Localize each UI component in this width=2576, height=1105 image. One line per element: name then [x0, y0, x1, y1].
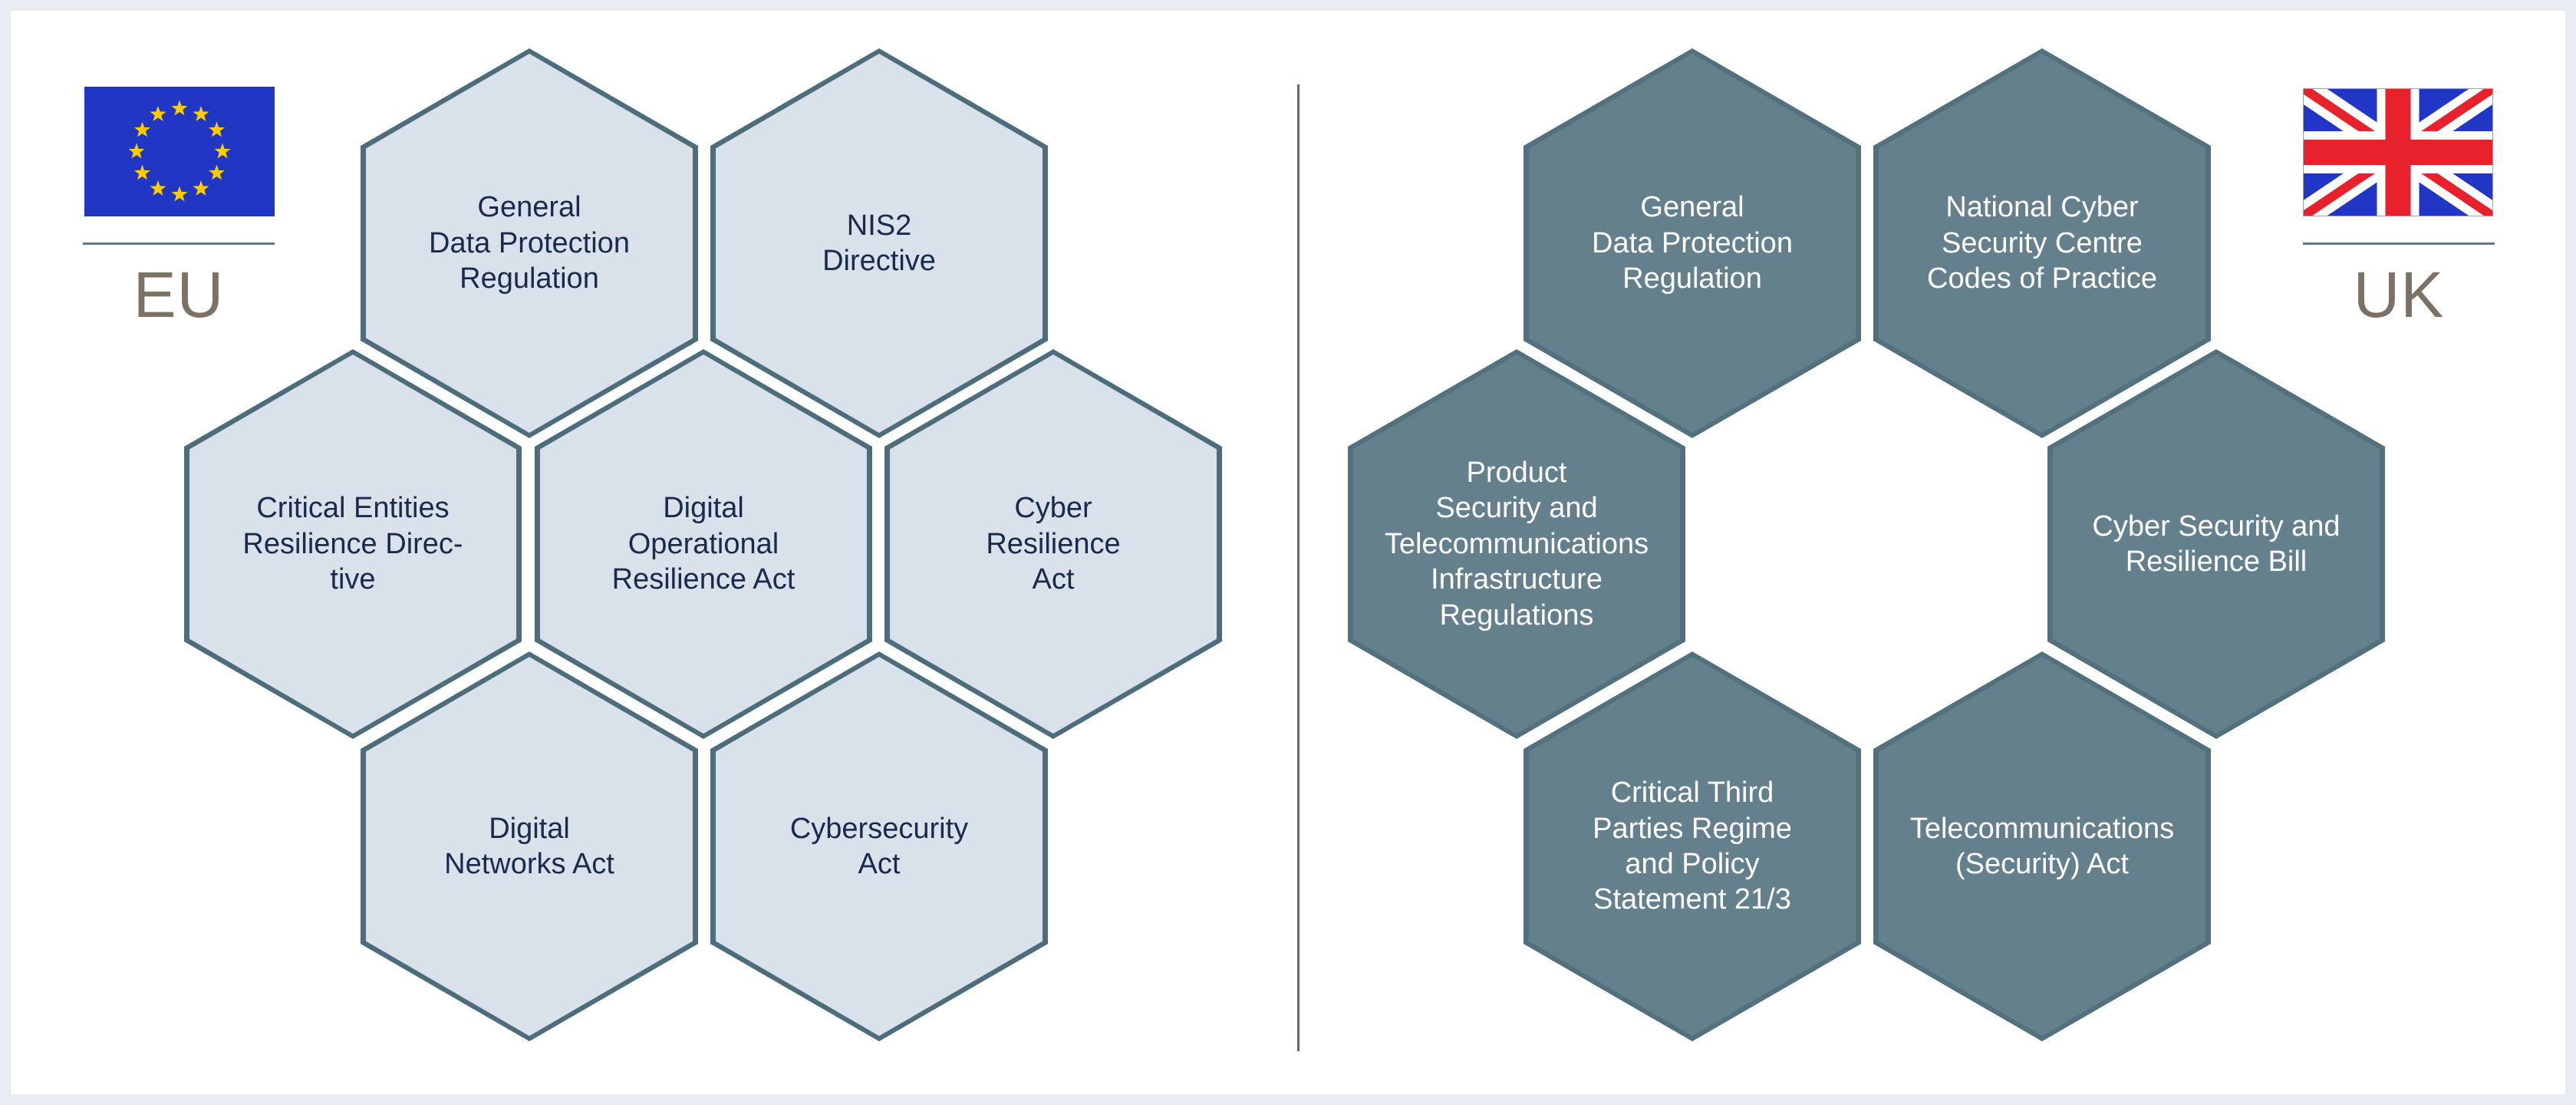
- eu-region-label: EU: [133, 259, 225, 331]
- hexagon-eu-digital-networks-act-label: Digital Networks Act: [444, 812, 614, 880]
- eu-rule: [83, 242, 275, 245]
- hexagon-uk-national-cyber-security-centre-codes-of-practice-label: National Cyber Security Centre Codes of …: [1927, 191, 2157, 295]
- hexagon-uk-general-data-protection-regulation-fill: General Data Protection Regulation: [1529, 54, 1856, 433]
- hexagon-uk-national-cyber-security-centre-codes-of-practice-fill: National Cyber Security Centre Codes of …: [1879, 54, 2205, 433]
- hexagon-uk-general-data-protection-regulation-label: General Data Protection Regulation: [1592, 191, 1793, 295]
- hexagon-eu-cybersecurity-act: Cybersecurity Act: [710, 651, 1048, 1041]
- hexagon-eu-cybersecurity-act-label: Cybersecurity Act: [789, 812, 969, 880]
- hexagon-eu-general-data-protection-regulation: General Data Protection Regulation: [361, 48, 698, 438]
- uk-flag-icon: [2303, 88, 2493, 216]
- hexagon-uk-cyber-security-and-resilience-bill: Cyber Security and Resilience Bill: [2047, 349, 2385, 739]
- hexagon-eu-cyber-resilience-act: Cyber Resilience Act: [884, 349, 1222, 739]
- diagram-canvas: EU UK General Data Protection Regulation…: [11, 11, 2565, 1094]
- eu-flag-icon: [84, 87, 275, 216]
- hexagon-uk-cyber-security-and-resilience-bill-label: Cyber Security and Resilience Bill: [2092, 510, 2340, 578]
- hexagon-uk-product-security-and-telecommunications-infrastructure-regulations: Product Security and Telecommunications …: [1348, 349, 1685, 739]
- hexagon-eu-nis2-directive-fill: NIS2 Directive: [716, 54, 1043, 433]
- hexagon-uk-telecommunications-security-act-fill: Telecommunications (Security) Act: [1879, 657, 2205, 1036]
- hexagon-uk-critical-third-parties-regime-and-policy-statement-21-3-fill: Critical Third Parties Regime and Policy…: [1529, 657, 1856, 1036]
- hexagon-eu-cyber-resilience-act-label: Cyber Resilience Act: [986, 492, 1121, 596]
- hexagon-eu-critical-entities-resilience-directive-label: Critical Entities Resilience Direc- tive: [242, 492, 463, 596]
- hexagon-eu-digital-networks-act-fill: Digital Networks Act: [366, 657, 693, 1036]
- hexagon-eu-nis2-directive: NIS2 Directive: [710, 48, 1048, 438]
- uk-rule: [2303, 242, 2495, 245]
- hexagon-uk-product-security-and-telecommunications-infrastructure-regulations-label: Product Security and Telecommunications …: [1384, 457, 1649, 632]
- hexagon-uk-telecommunications-security-act: Telecommunications (Security) Act: [1873, 651, 2211, 1041]
- hexagon-uk-critical-third-parties-regime-and-policy-statement-21-3: Critical Third Parties Regime and Policy…: [1524, 651, 1861, 1041]
- hexagon-eu-general-data-protection-regulation-fill: General Data Protection Regulation: [366, 54, 693, 433]
- hexagon-eu-digital-operational-resilience-act-label: Digital Operational Resilience Act: [611, 492, 796, 596]
- hexagon-eu-digital-networks-act: Digital Networks Act: [361, 651, 698, 1041]
- uk-region-label: UK: [2353, 259, 2445, 331]
- hexagon-eu-cybersecurity-act-fill: Cybersecurity Act: [716, 657, 1043, 1036]
- hexagon-uk-general-data-protection-regulation: General Data Protection Regulation: [1524, 48, 1861, 438]
- hexagon-eu-nis2-directive-label: NIS2 Directive: [822, 209, 936, 277]
- hexagon-uk-national-cyber-security-centre-codes-of-practice: National Cyber Security Centre Codes of …: [1873, 48, 2211, 438]
- center-divider: [1297, 84, 1300, 1051]
- hexagon-eu-critical-entities-resilience-directive-fill: Critical Entities Resilience Direc- tive: [189, 355, 516, 734]
- hexagon-uk-product-security-and-telecommunications-infrastructure-regulations-fill: Product Security and Telecommunications …: [1353, 355, 1680, 734]
- hexagon-uk-critical-third-parties-regime-and-policy-statement-21-3-label: Critical Third Parties Regime and Policy…: [1593, 777, 1792, 916]
- hexagon-uk-cyber-security-and-resilience-bill-fill: Cyber Security and Resilience Bill: [2053, 355, 2380, 734]
- hexagon-eu-digital-operational-resilience-act-fill: Digital Operational Resilience Act: [540, 355, 867, 734]
- hexagon-eu-digital-operational-resilience-act: Digital Operational Resilience Act: [535, 349, 872, 739]
- hexagon-eu-cyber-resilience-act-fill: Cyber Resilience Act: [890, 355, 1217, 734]
- hexagon-eu-critical-entities-resilience-directive: Critical Entities Resilience Direc- tive: [184, 349, 522, 739]
- hexagon-uk-telecommunications-security-act-label: Telecommunications (Security) Act: [1909, 812, 2175, 880]
- hexagon-eu-general-data-protection-regulation-label: General Data Protection Regulation: [429, 191, 630, 295]
